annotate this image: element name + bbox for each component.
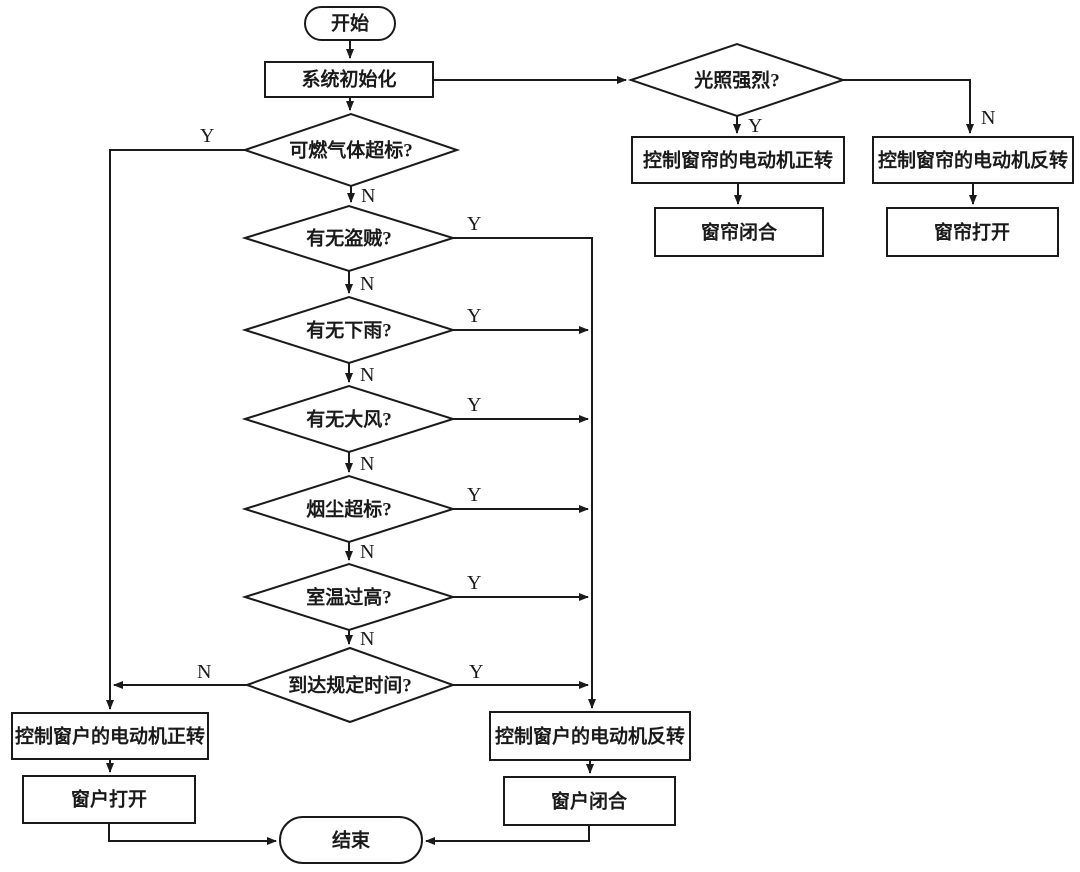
node-time-decision: 到达规定时间? (244, 646, 456, 724)
label-wind-no: N (360, 453, 374, 475)
thief-label: 有无盗贼? (306, 227, 392, 250)
temp-shape (241, 562, 457, 632)
label-time-yes: Y (469, 661, 483, 683)
edges (106, 40, 977, 845)
window-close-shape (503, 776, 676, 826)
edge-windowopen-to-end (108, 823, 277, 845)
node-curtain-motor-fwd: 控制窗帘的电动机正转 (631, 136, 845, 184)
curtain-close-shape (654, 207, 824, 257)
node-rain-decision: 有无下雨? (241, 295, 457, 365)
temp-label: 室温过高? (306, 586, 392, 609)
wind-shape (241, 384, 457, 454)
node-curtain-motor-rev: 控制窗帘的电动机反转 (872, 136, 1074, 184)
edge-thief-yes-collector (453, 237, 596, 709)
end-shape (279, 816, 423, 864)
label-wind-yes: Y (467, 394, 481, 416)
window-open-shape (22, 775, 196, 824)
rain-label: 有无下雨? (306, 319, 392, 342)
node-end: 结束 (279, 816, 423, 864)
node-window-open: 窗户打开 (22, 775, 196, 824)
label-light-yes: Y (748, 115, 762, 137)
curtain-open-label: 窗帘打开 (934, 221, 1010, 244)
node-init: 系统初始化 (264, 61, 434, 98)
node-window-motor-rev: 控制窗户的电动机反转 (489, 711, 691, 761)
label-gas-yes: Y (200, 125, 214, 147)
node-window-motor-fwd: 控制窗户的电动机正转 (11, 712, 209, 760)
node-wind-decision: 有无大风? (241, 384, 457, 454)
curtain-motor-rev-label: 控制窗帘的电动机反转 (878, 149, 1068, 172)
label-thief-no: N (360, 273, 374, 295)
label-rain-no: N (360, 364, 374, 386)
node-curtain-open: 窗帘打开 (886, 207, 1059, 257)
label-temp-yes: Y (467, 572, 481, 594)
gas-shape (241, 112, 461, 188)
curtain-open-shape (886, 207, 1059, 257)
gas-label: 可燃气体超标? (289, 139, 413, 162)
init-label: 系统初始化 (301, 68, 396, 91)
window-motor-fwd-label: 控制窗户的电动机正转 (15, 725, 205, 748)
label-time-no: N (197, 661, 211, 683)
start-shape (304, 6, 396, 41)
end-label: 结束 (332, 829, 371, 852)
curtain-close-label: 窗帘闭合 (701, 221, 778, 244)
node-start: 开始 (304, 6, 396, 41)
edge-light-no (843, 79, 974, 134)
smoke-shape (241, 474, 457, 544)
rain-shape (241, 295, 457, 365)
window-motor-fwd-shape (11, 712, 209, 760)
window-close-label: 窗户闭合 (551, 790, 628, 813)
node-light-decision: 光照强烈? (627, 42, 847, 118)
label-smoke-yes: Y (467, 484, 481, 506)
thief-shape (241, 204, 457, 273)
curtain-motor-fwd-label: 控制窗帘的电动机正转 (643, 149, 833, 172)
node-window-close: 窗户闭合 (503, 776, 676, 826)
label-smoke-no: N (360, 541, 374, 563)
branch-labels: Y N Y N Y N Y N Y N Y N Y N Y N (197, 107, 995, 683)
curtain-motor-rev-shape (872, 136, 1074, 184)
wind-label: 有无大风? (306, 408, 392, 431)
window-motor-rev-shape (489, 711, 691, 761)
window-motor-rev-label: 控制窗户的电动机反转 (495, 725, 685, 748)
init-shape (264, 61, 434, 98)
time-shape (244, 646, 456, 724)
time-label: 到达规定时间? (288, 674, 412, 697)
node-smoke-decision: 烟尘超标? (241, 474, 457, 544)
edge-gas-yes-to-windowfwd (106, 149, 245, 710)
node-curtain-close: 窗帘闭合 (654, 207, 824, 257)
window-open-label: 窗户打开 (71, 788, 147, 811)
light-shape (627, 42, 847, 118)
label-gas-no: N (361, 185, 375, 207)
curtain-motor-fwd-shape (631, 136, 845, 184)
node-temp-decision: 室温过高? (241, 562, 457, 632)
smoke-label: 烟尘超标? (306, 498, 392, 521)
edge-windowclose-to-end (425, 825, 590, 845)
node-thief-decision: 有无盗贼? (241, 204, 457, 273)
label-light-no: N (981, 107, 995, 129)
label-thief-yes: Y (467, 213, 481, 235)
node-gas-decision: 可燃气体超标? (241, 112, 461, 188)
label-temp-no: N (360, 628, 374, 650)
light-label: 光照强烈? (693, 69, 780, 92)
label-rain-yes: Y (467, 305, 481, 327)
start-label: 开始 (331, 12, 369, 35)
